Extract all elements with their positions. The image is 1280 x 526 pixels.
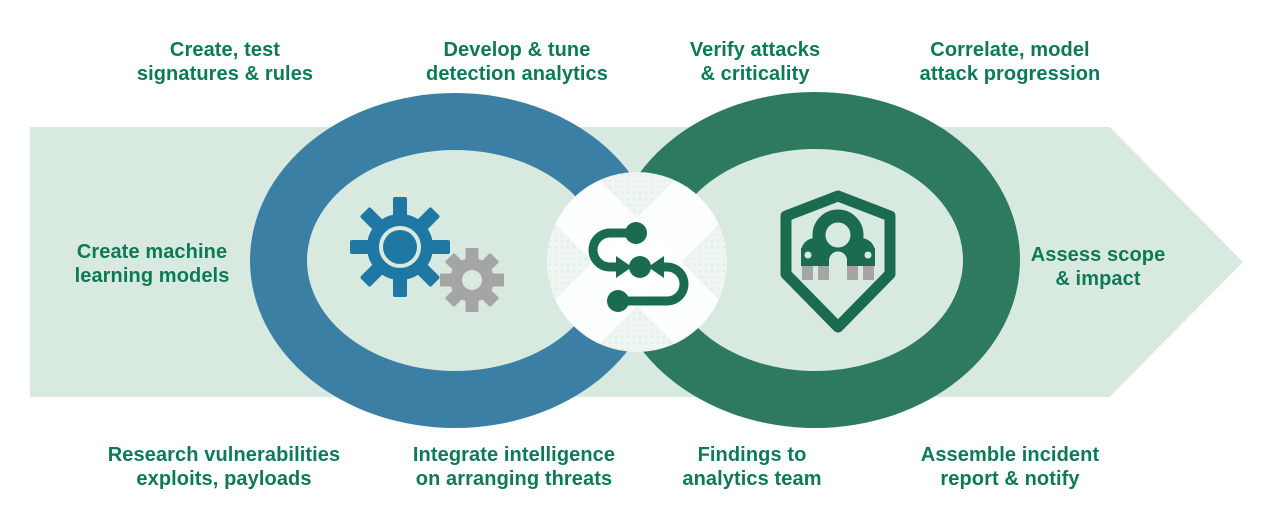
stage-label-middle-left: Create machine learning models [74,241,230,287]
stage-label-top-center-right: Verify attacks & criticality [689,39,821,85]
stage-label-bottom-center-left: Integrate intelligence on arranging thre… [412,444,616,490]
stage-label-bottom-center-right: Findings to analytics team [682,444,822,490]
gears-icon [350,197,504,312]
stage-label-bottom-left: Research vulnerabilities exploits, paylo… [107,444,341,490]
stage-label-middle-right: Assess scope & impact [1030,244,1166,290]
stage-label-top-left: Create, test signatures & rules [136,39,314,85]
shield-team-icon [780,190,896,333]
stage-label-top-center-left: Develop & tune detection analytics [426,39,608,85]
workflow-arrows-icon [588,222,689,312]
stage-label-top-right: Correlate, model attack progression [919,39,1101,85]
stage-label-bottom-right: Assemble incident report & notify [920,444,1100,490]
